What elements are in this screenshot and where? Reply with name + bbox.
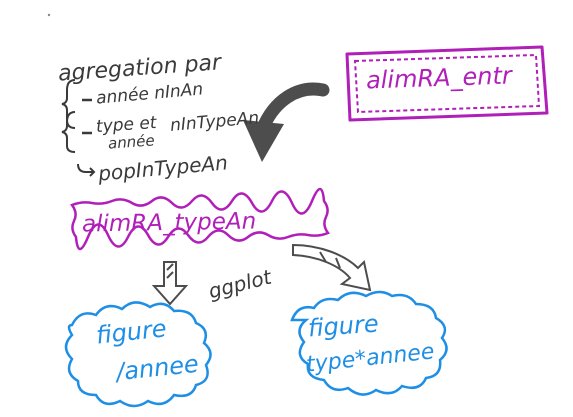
- cloud-right-frame: [290, 290, 448, 396]
- notes-line-annee-2: année: [107, 131, 156, 153]
- stray-dot: [47, 13, 51, 17]
- source-box-frame: [345, 45, 549, 122]
- intermediate-box-label: alimRA_typeAn: [81, 208, 257, 238]
- hollow-arrow-left-icon: [151, 261, 189, 306]
- cloud-right-line1: figure: [307, 309, 380, 343]
- source-box-label: alimRA_entr: [365, 61, 513, 95]
- hook-arrow-icon: [77, 163, 96, 177]
- curved-arrow-icon: [243, 82, 330, 162]
- cloud-left-frame: [64, 301, 212, 408]
- notes-bracket-top: [61, 79, 76, 129]
- notes-bracket-bottom: [61, 111, 76, 153]
- intermediate-box-frame: [70, 187, 330, 251]
- hollow-arrow-right-icon: [292, 243, 372, 292]
